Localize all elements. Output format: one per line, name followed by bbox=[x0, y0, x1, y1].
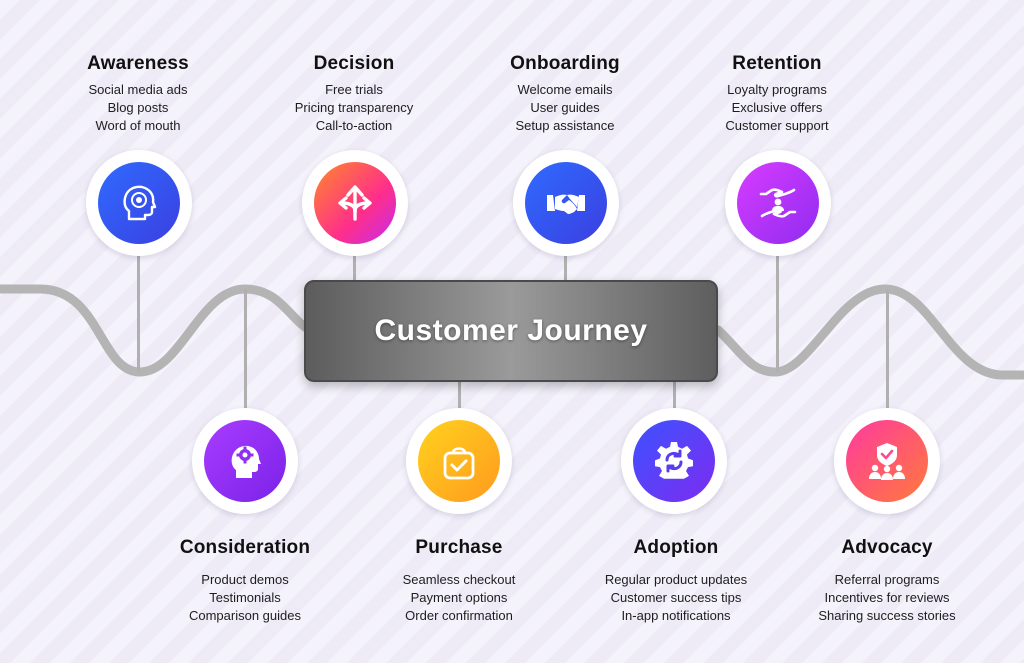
connector-onboarding bbox=[564, 255, 567, 281]
stage-item: Comparison guides bbox=[188, 608, 301, 623]
stage-item: Customer success tips bbox=[610, 590, 742, 605]
badge-onboarding bbox=[513, 150, 619, 256]
shopping-bag-check-icon bbox=[443, 447, 475, 480]
stage-item: User guides bbox=[530, 100, 600, 115]
head-target-icon bbox=[123, 185, 157, 221]
stage-item: Seamless checkout bbox=[402, 572, 516, 587]
stage-items-advocacy: Referral programs Incentives for reviews… bbox=[757, 571, 1017, 625]
stage-items-consideration: Product demos Testimonials Comparison gu… bbox=[115, 571, 375, 625]
connector-decision bbox=[353, 255, 356, 281]
stage-title-purchase: Purchase bbox=[415, 537, 503, 558]
split-arrows-icon bbox=[338, 185, 372, 221]
stage-item: In-app notifications bbox=[621, 608, 731, 623]
hands-person-icon bbox=[759, 188, 797, 218]
stage-title-adoption: Adoption bbox=[633, 537, 719, 558]
badge-consideration bbox=[192, 408, 298, 514]
stage-title-decision: Decision bbox=[313, 53, 395, 74]
stage-items-purchase: Seamless checkout Payment options Order … bbox=[329, 571, 589, 625]
stage-item: Order confirmation bbox=[405, 608, 513, 623]
stage-item: Product demos bbox=[201, 572, 289, 587]
badge-purchase bbox=[406, 408, 512, 514]
stage-item: Sharing success stories bbox=[818, 608, 956, 623]
stage-title-advocacy: Advocacy bbox=[841, 537, 933, 558]
badge-adoption bbox=[621, 408, 727, 514]
stage-items-retention: Loyalty programs Exclusive offers Custom… bbox=[647, 81, 907, 135]
stage-title-onboarding: Onboarding bbox=[510, 53, 620, 74]
connector-consideration bbox=[244, 289, 247, 411]
stage-item: Customer support bbox=[725, 118, 829, 133]
connector-purchase bbox=[458, 381, 461, 409]
stage-item: Welcome emails bbox=[517, 82, 613, 97]
stage-item: Call-to-action bbox=[315, 118, 393, 133]
stage-item: Payment options bbox=[410, 590, 508, 605]
connector-awareness bbox=[137, 250, 140, 372]
stage-item: Testimonials bbox=[209, 590, 281, 605]
stage-item: Blog posts bbox=[107, 100, 169, 115]
center-title: Customer Journey bbox=[374, 314, 648, 347]
stage-items-awareness: Social media ads Blog posts Word of mout… bbox=[8, 81, 268, 135]
gear-refresh-icon bbox=[655, 441, 693, 479]
badge-advocacy bbox=[834, 408, 940, 514]
connector-advocacy bbox=[886, 289, 889, 411]
stage-item: Free trials bbox=[325, 82, 383, 97]
shield-group-icon bbox=[869, 443, 905, 480]
stage-item: Setup assistance bbox=[515, 118, 615, 133]
stage-items-adoption: Regular product updates Customer success… bbox=[546, 571, 806, 625]
stage-item: Regular product updates bbox=[604, 572, 748, 587]
center-title-box: Customer Journey bbox=[304, 280, 718, 382]
handshake-icon bbox=[547, 194, 585, 214]
stage-title-retention: Retention bbox=[732, 53, 822, 74]
stage-title-consideration: Consideration bbox=[179, 537, 311, 558]
stage-item: Loyalty programs bbox=[727, 82, 827, 97]
stage-items-onboarding: Welcome emails User guides Setup assista… bbox=[435, 81, 695, 135]
stage-item: Word of mouth bbox=[95, 118, 181, 133]
stage-title-awareness: Awareness bbox=[87, 53, 189, 74]
stage-item: Social media ads bbox=[88, 82, 188, 97]
stage-item: Incentives for reviews bbox=[824, 590, 950, 605]
badge-decision bbox=[302, 150, 408, 256]
stage-item: Exclusive offers bbox=[731, 100, 823, 115]
connector-adoption bbox=[673, 381, 676, 409]
head-gear-icon bbox=[231, 445, 261, 478]
badge-retention bbox=[725, 150, 831, 256]
badge-awareness bbox=[86, 150, 192, 256]
stage-item: Pricing transparency bbox=[294, 100, 414, 115]
connector-retention bbox=[776, 250, 779, 372]
stage-item: Referral programs bbox=[834, 572, 940, 587]
stage-items-decision: Free trials Pricing transparency Call-to… bbox=[224, 81, 484, 135]
